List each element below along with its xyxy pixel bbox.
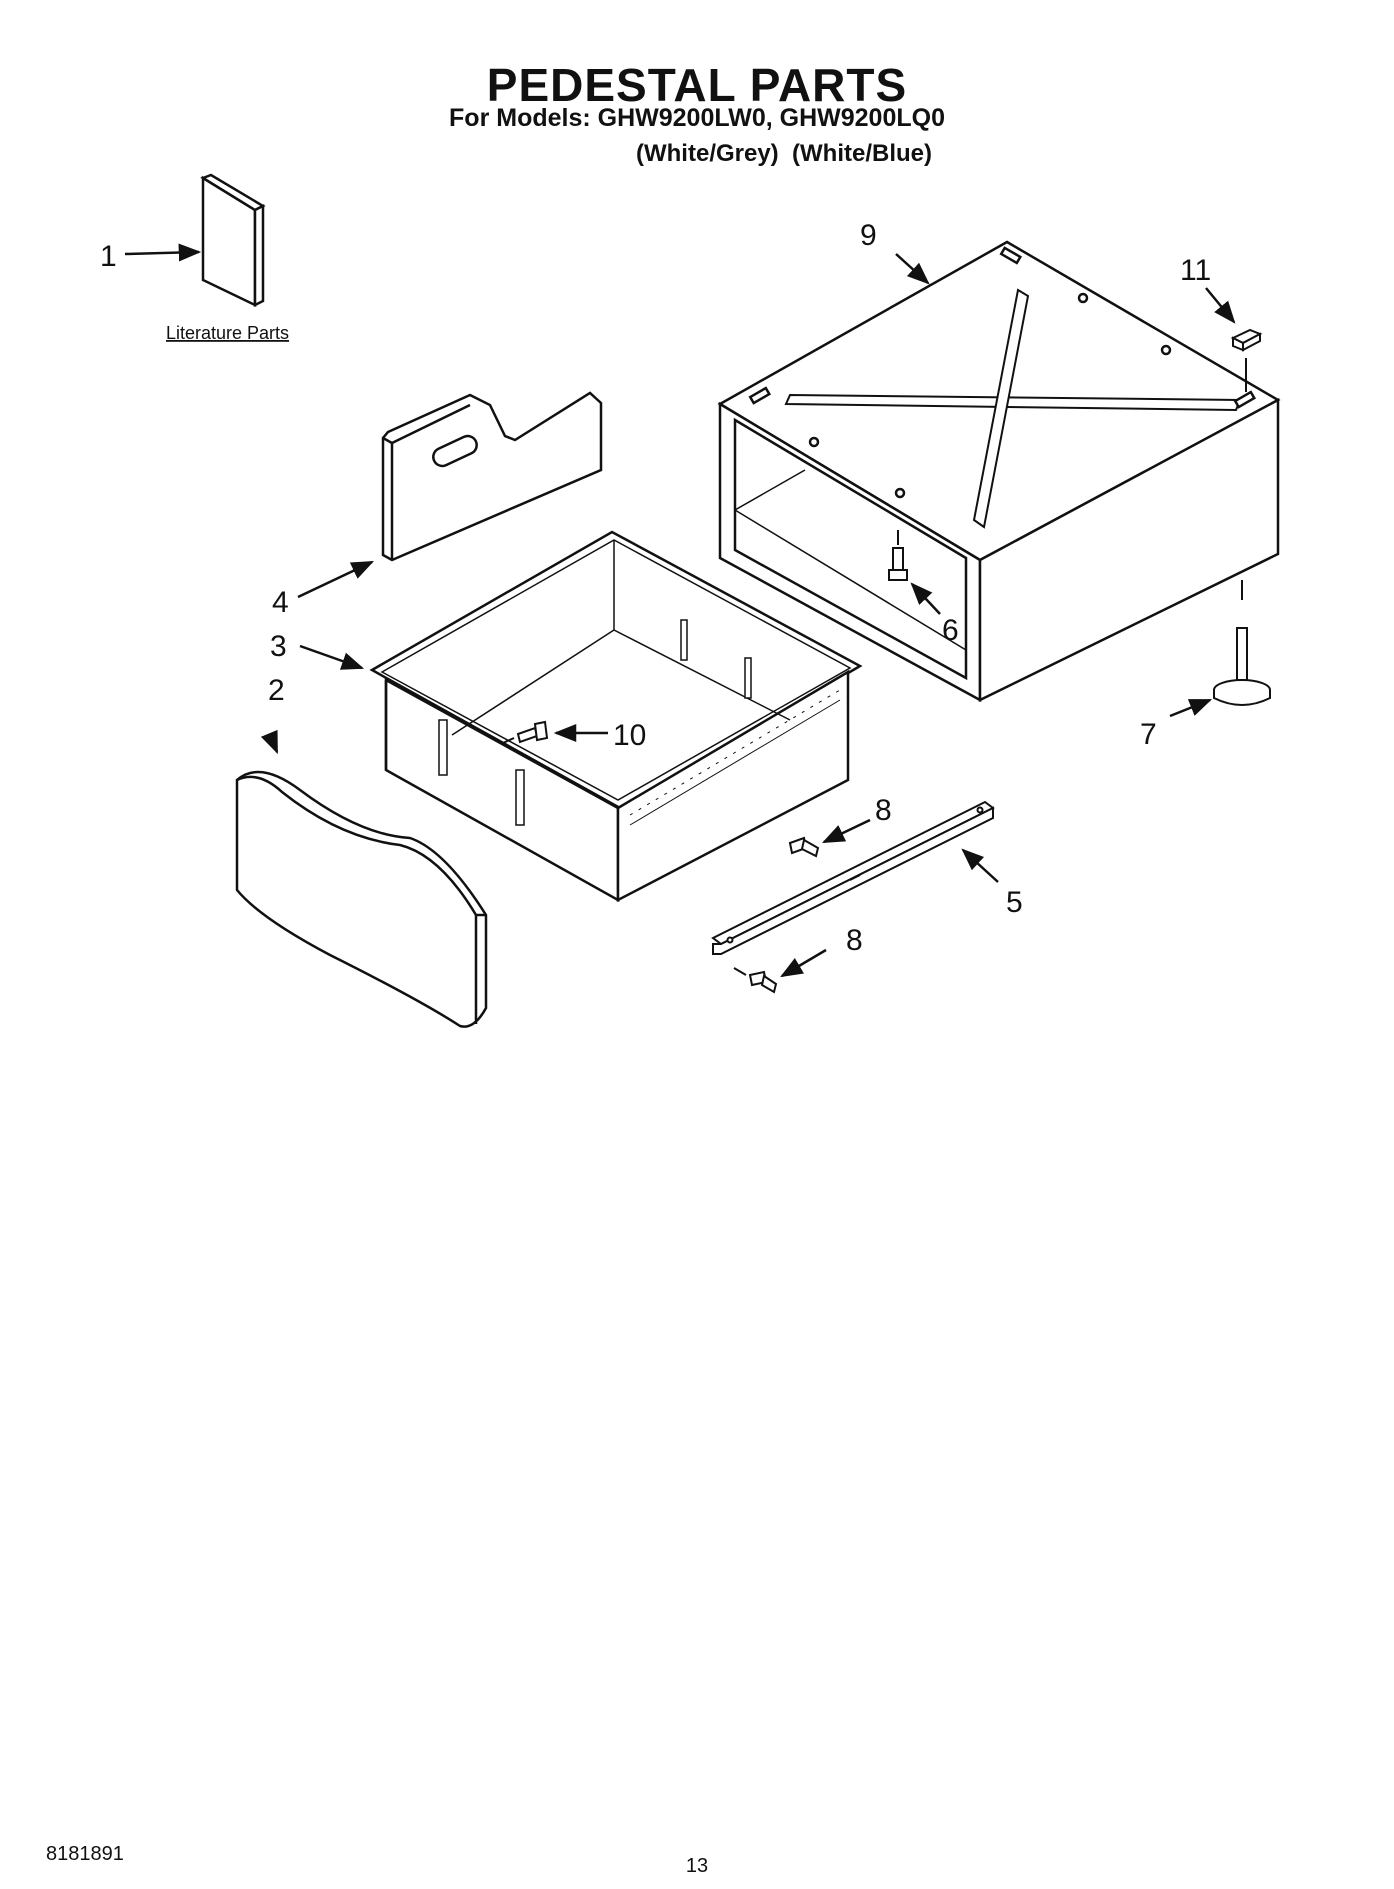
page-number: 13 bbox=[685, 1855, 709, 1877]
leveling-foot bbox=[1213, 580, 1271, 706]
colors-subtitle: (White/Grey) (White/Blue) bbox=[636, 140, 932, 167]
callout-9: 9 bbox=[860, 219, 877, 252]
box-screw bbox=[888, 530, 908, 581]
basket-screw bbox=[502, 720, 549, 744]
literature-parts-booklet bbox=[200, 173, 266, 308]
callout-8-upper: 8 bbox=[875, 794, 892, 827]
callout-11: 11 bbox=[1180, 254, 1211, 287]
models-subtitle: For Models: GHW9200LW0, GHW9200LQ0 bbox=[449, 104, 945, 132]
callout-10: 10 bbox=[613, 719, 646, 752]
literature-parts-label: Literature Parts bbox=[166, 323, 289, 343]
drawer-front-panel bbox=[235, 770, 488, 1028]
callout-8-lower: 8 bbox=[846, 924, 863, 957]
document-number: 8181891 bbox=[46, 1843, 124, 1865]
slide-screw-upper bbox=[788, 836, 820, 858]
divider-panel bbox=[381, 391, 603, 562]
callout-arrows bbox=[124, 243, 1236, 978]
callout-4: 4 bbox=[272, 586, 289, 619]
callout-3: 3 bbox=[270, 630, 287, 663]
pedestal-box bbox=[717, 240, 1281, 703]
callout-6: 6 bbox=[942, 614, 959, 647]
pad-part bbox=[1230, 328, 1263, 352]
callout-2: 2 bbox=[268, 674, 285, 707]
callout-1: 1 bbox=[100, 240, 117, 273]
page-title: PEDESTAL PARTS bbox=[486, 59, 908, 111]
drawer-slide-rail bbox=[711, 800, 995, 955]
slide-screw-lower bbox=[733, 967, 778, 994]
drawer-basket bbox=[369, 530, 863, 903]
callout-5: 5 bbox=[1006, 886, 1023, 919]
callout-7: 7 bbox=[1140, 718, 1157, 751]
